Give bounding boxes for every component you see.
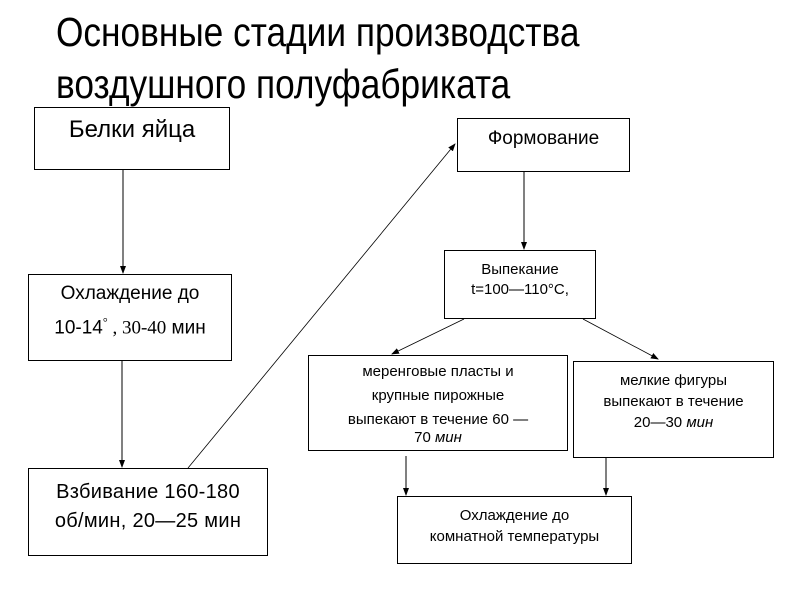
cooling-unit: мин — [166, 317, 206, 339]
arrow-baking-to-meringue — [391, 318, 465, 355]
node-forming-label: Формование — [487, 128, 600, 149]
node-small-shapes-line-2: выпекают в течение — [603, 393, 744, 410]
page-title: Основные стадии производства воздушного … — [56, 6, 579, 110]
small-shapes-unit: мин — [686, 414, 714, 431]
cooling-separator: , — [107, 317, 122, 339]
node-small-shapes-line-3: 20—30 мин — [574, 412, 773, 433]
node-forming: Формование — [457, 118, 630, 172]
cooling-temp: 10-14 — [54, 317, 103, 339]
node-whipping: Взбивание 160-180 об/мин, 20—25 мин — [28, 468, 268, 556]
degree-symbol: ° — [102, 315, 108, 329]
node-egg-whites-label: Белки яйца — [68, 116, 196, 143]
node-cooling: Охлаждение до 10-14° , 30-40 мин — [28, 274, 232, 361]
small-shapes-time: 20—30 — [633, 414, 687, 431]
node-whipping-line-1: Взбивание 160-180 — [56, 481, 240, 503]
node-meringue-line-1: меренговые пласты и — [362, 363, 514, 380]
title-line-1: Основные стадии производства — [56, 9, 580, 55]
node-baking-line-1: Выпекание — [481, 261, 559, 278]
node-egg-whites: Белки яйца — [34, 107, 230, 170]
node-meringue-line-2: крупные пирожные — [371, 387, 505, 404]
arrow-baking-to-small-shapes — [582, 318, 659, 360]
cooling-time: 30-40 — [121, 317, 167, 339]
node-room-cooling: Охлаждение до комнатной температуры — [397, 496, 632, 564]
node-meringue-line-4: 70 мин — [309, 426, 567, 450]
node-cooling-line-2: 10-14° , 30-40 мин — [29, 308, 231, 342]
title-line-2: воздушного полуфабриката — [56, 61, 511, 107]
node-room-cooling-line-2: комнатной температуры — [429, 528, 600, 545]
node-small-shapes-line-1: мелкие фигуры — [619, 372, 727, 389]
node-whipping-line-2: об/мин, 20—25 мин — [54, 510, 242, 532]
meringue-unit: мин — [434, 429, 462, 446]
node-room-cooling-line-1: Охлаждение до — [459, 507, 570, 524]
node-small-shapes: мелкие фигуры выпекают в течение 20—30 м… — [573, 361, 774, 458]
node-baking: Выпекание t=100—110°C, — [444, 250, 596, 319]
node-meringue-layers: меренговые пласты и крупные пирожные вып… — [308, 355, 568, 451]
node-baking-line-2: t=100—110°C, — [471, 281, 569, 298]
node-meringue-line-3: выпекают в течение 60 — — [347, 411, 529, 428]
meringue-time: 70 — [414, 429, 435, 446]
node-cooling-line-1: Охлаждение до — [60, 283, 200, 304]
